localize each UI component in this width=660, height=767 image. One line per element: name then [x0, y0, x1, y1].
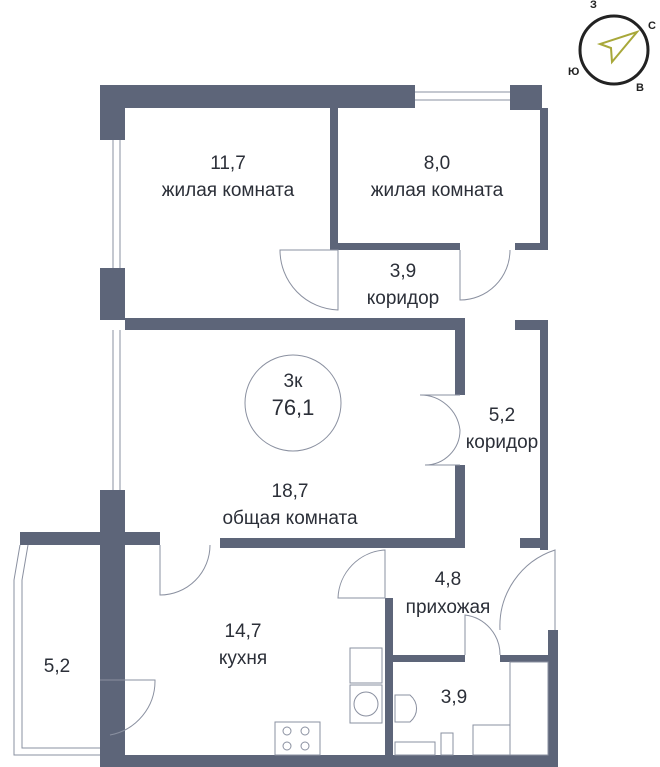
room-area: 5,2 — [43, 656, 71, 677]
room-name: кухня — [218, 648, 268, 669]
room-area: 3,9 — [389, 261, 417, 282]
apartment-badge-circle — [244, 354, 342, 452]
room-area: 8,0 — [423, 153, 451, 174]
fixtures — [244, 354, 549, 756]
compass-arrow-icon — [596, 29, 640, 65]
compass-north: С — [648, 20, 656, 32]
apartment-type: 3к — [283, 371, 303, 392]
doors — [100, 249, 556, 736]
room-area: 18,7 — [271, 481, 309, 502]
compass-west: З — [590, 0, 597, 11]
room-name: жилая комната — [370, 180, 504, 201]
compass-south: Ю — [568, 66, 580, 78]
room-area: 5,2 — [488, 405, 516, 426]
compass — [578, 14, 650, 86]
room-area: 11,7 — [210, 153, 246, 174]
room-area: 14,7 — [224, 621, 262, 642]
room-name: общая комната — [222, 508, 358, 529]
windows — [13, 91, 510, 756]
room-name: коридор — [366, 288, 440, 309]
apartment-total-area: 76,1 — [271, 395, 315, 420]
room-name: жилая комната — [161, 180, 295, 201]
room-name: коридор — [465, 432, 539, 453]
compass-east: В — [636, 82, 644, 94]
room-name: прихожая — [405, 597, 491, 618]
room-area: 3,9 — [440, 687, 468, 708]
room-area: 4,8 — [434, 569, 462, 590]
walls — [20, 85, 558, 767]
